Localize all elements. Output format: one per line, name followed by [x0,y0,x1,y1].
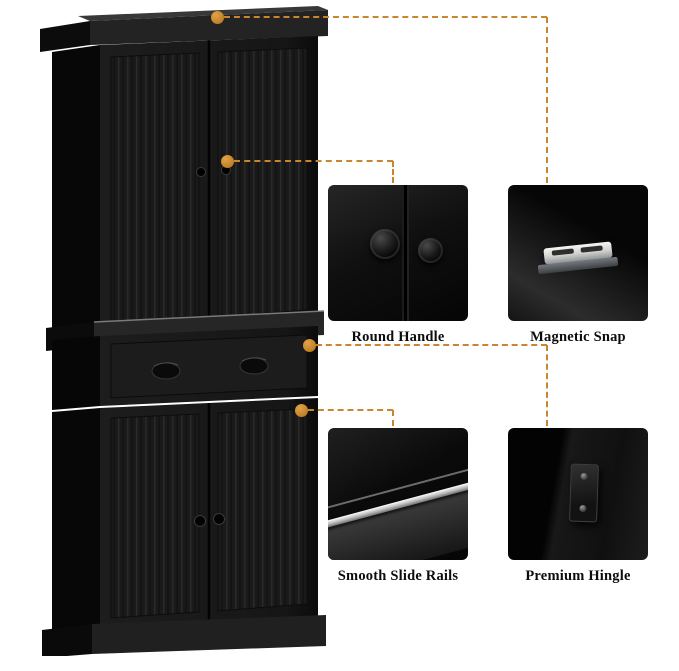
callout-line-drawer-v [546,345,548,426]
feature-label-round-handle: Round Handle [351,329,445,345]
premium-hinge-photo [508,428,648,560]
callout-line-drawer-h [316,344,547,346]
feature-card-slide-rails: Smooth Slide Rails [328,428,468,585]
door-gap [404,185,407,321]
magnet-slot-left [551,248,575,256]
slide-rails-photo [328,428,468,560]
callout-dot-door [221,155,234,168]
lower-door-knob-left [194,515,206,527]
hinge-plate [568,463,600,523]
cabinet-base [42,615,326,656]
upper-door-knob-left [196,167,206,177]
cabinet-upper-doors [52,36,318,338]
callout-line-lower-v [392,410,394,426]
cabinet-crown [40,6,328,52]
round-handle-photo [328,185,468,321]
callout-line-lower-h [308,409,393,411]
callout-line-door-h [234,160,393,162]
round-knob-small [418,238,443,263]
cabinet-illustration [40,6,328,656]
callout-line-top-h [224,16,547,18]
magnet-slot-right [580,245,603,253]
callout-dot-drawer [303,339,316,352]
hinge-screw-top [580,472,588,481]
feature-card-magnetic-snap: Magnetic Snap [508,185,648,346]
callout-line-door-v [392,161,394,183]
feature-label-premium-hinge: Premium Hingle [525,568,631,584]
magnetic-snap-photo [508,185,648,321]
feature-card-round-handle: Round Handle [328,185,468,346]
lower-door-knob-right [213,513,225,525]
cabinet-lower-doors [52,398,318,632]
hinge-screw-bottom [579,504,587,513]
cabinet-drawer [52,326,318,410]
callout-line-top-v [546,17,548,183]
callout-dot-top [211,11,224,24]
callout-dot-lower [295,404,308,417]
feature-card-premium-hinge: Premium Hingle [508,428,648,585]
round-knob-large [370,229,400,259]
feature-label-magnetic-snap: Magnetic Snap [530,329,626,345]
feature-label-slide-rails: Smooth Slide Rails [337,568,459,584]
